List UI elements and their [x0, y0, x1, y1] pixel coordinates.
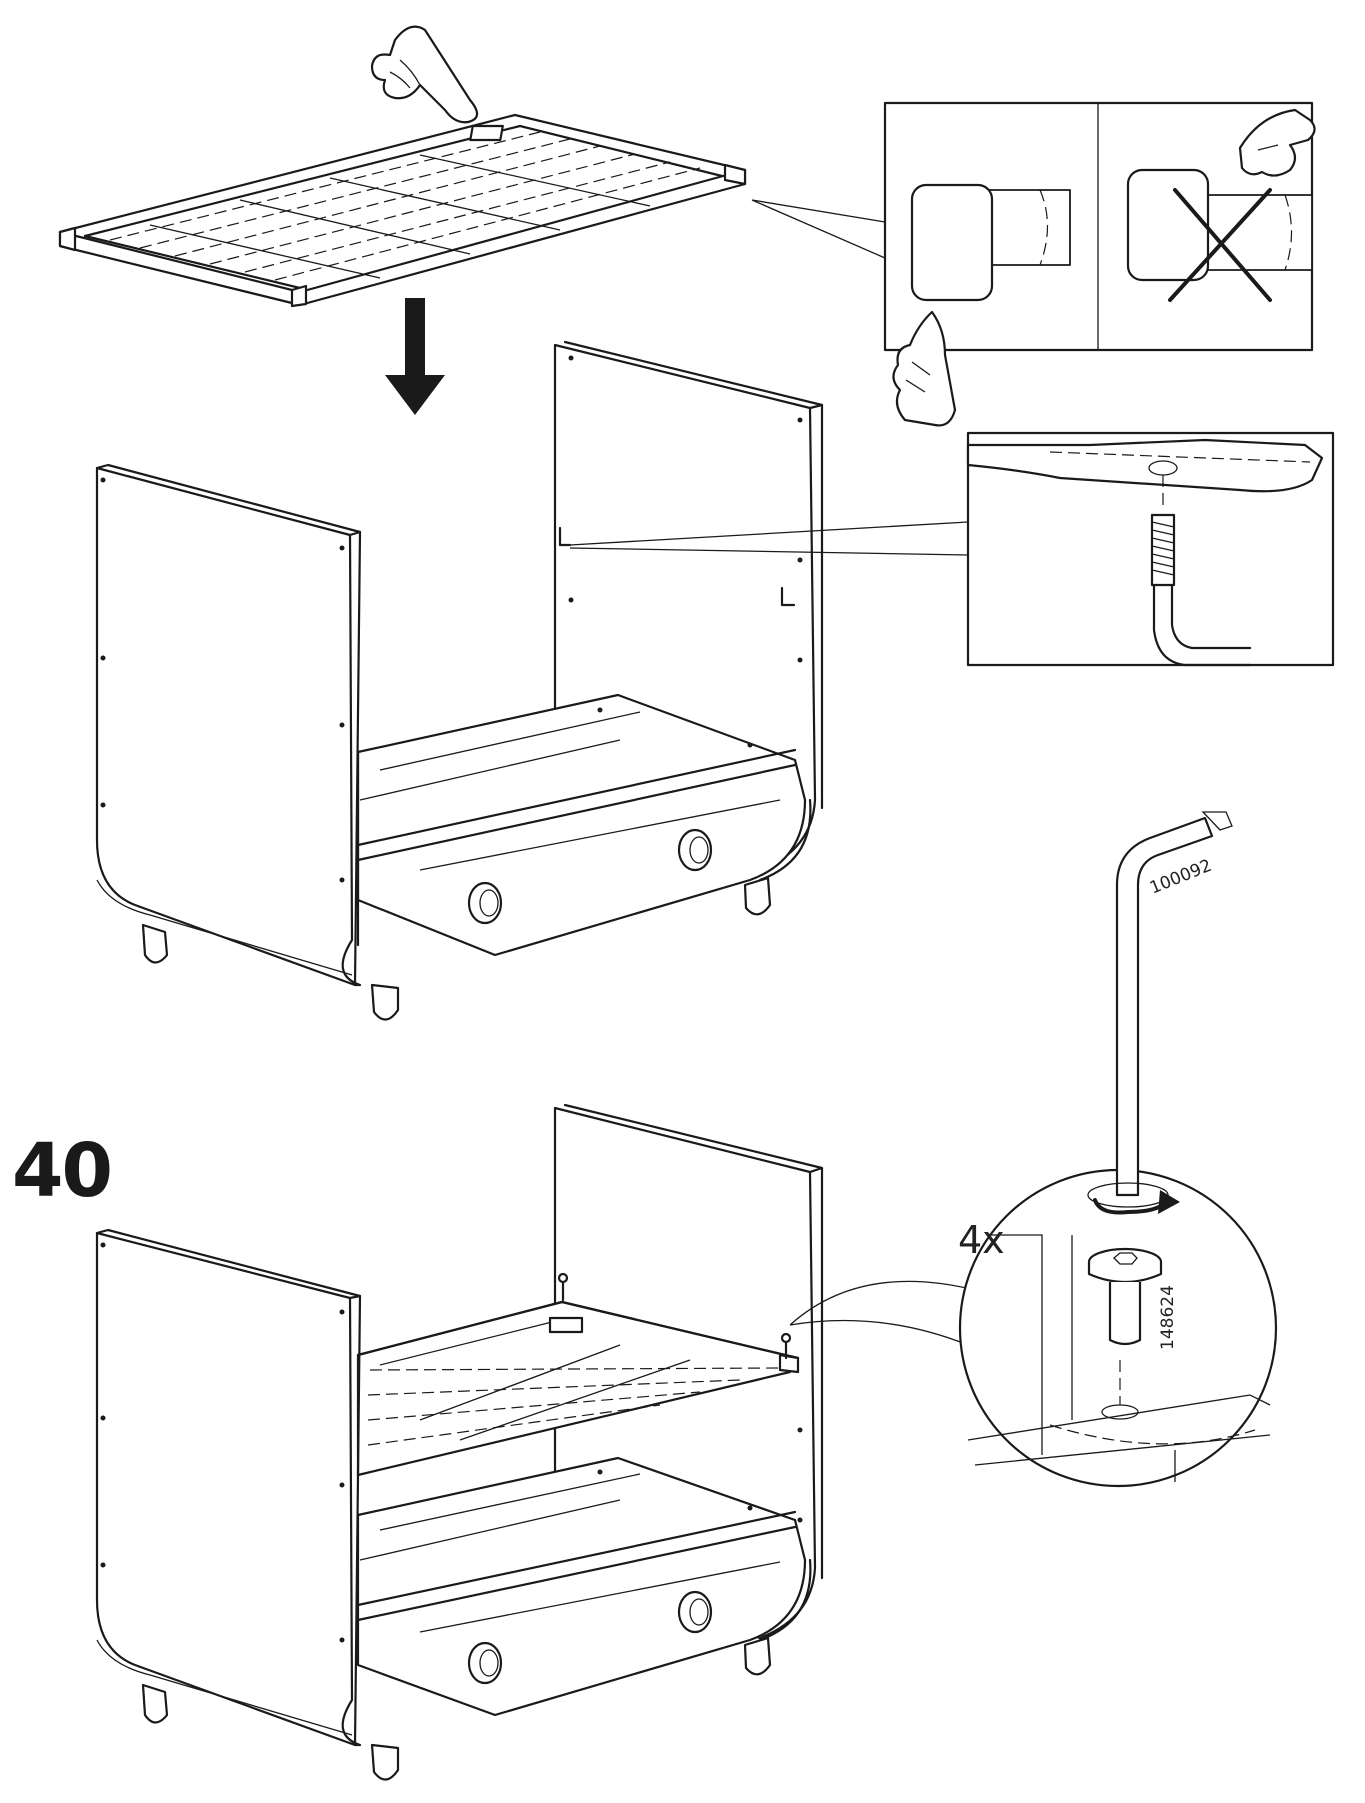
bed-frame-lower — [95, 1103, 824, 1781]
allen-key-tool — [1087, 811, 1233, 1215]
step-number: 40 — [12, 1128, 113, 1214]
bolt-detail-callout — [789, 1168, 1278, 1488]
cross-icon — [1168, 188, 1272, 302]
orientation-detail — [751, 101, 1316, 427]
bolt-part-number: 148624 — [1158, 1285, 1178, 1350]
quantity-label: 4x — [958, 1218, 1005, 1262]
pointing-hand-icon — [892, 310, 957, 427]
insert-detail — [966, 431, 1335, 667]
callout-line — [569, 521, 969, 556]
bed-frame-upper — [95, 340, 824, 1021]
slatted-bed-base — [58, 113, 747, 308]
down-arrow-icon — [385, 298, 445, 415]
pointing-hand-icon — [1238, 108, 1316, 177]
pointing-hand-icon — [370, 25, 479, 124]
rotate-arrow-icon — [1087, 1182, 1180, 1215]
